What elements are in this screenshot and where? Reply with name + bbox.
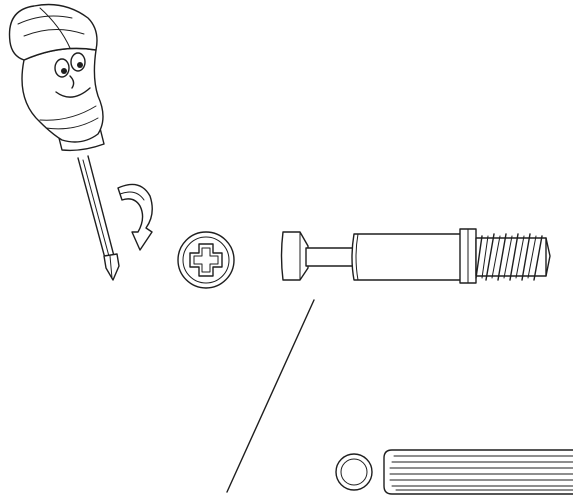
- screwdriver-character: [10, 5, 120, 281]
- phillips-screw-head: [178, 232, 234, 288]
- cam-bolt-connector: [282, 229, 551, 283]
- left-eye: [55, 59, 69, 77]
- right-eye: [71, 53, 85, 71]
- screwdriver-shaft: [78, 156, 119, 280]
- cam-bolt-head: [282, 232, 309, 280]
- dowel-side-view: [384, 450, 573, 494]
- rotation-arrow-icon: [118, 184, 152, 250]
- dowel-end-view: [336, 454, 372, 490]
- cam-bolt-neck: [306, 248, 356, 266]
- leader-line: [227, 300, 314, 492]
- cam-bolt-barrel: [352, 234, 462, 280]
- wooden-dowel: [336, 450, 573, 494]
